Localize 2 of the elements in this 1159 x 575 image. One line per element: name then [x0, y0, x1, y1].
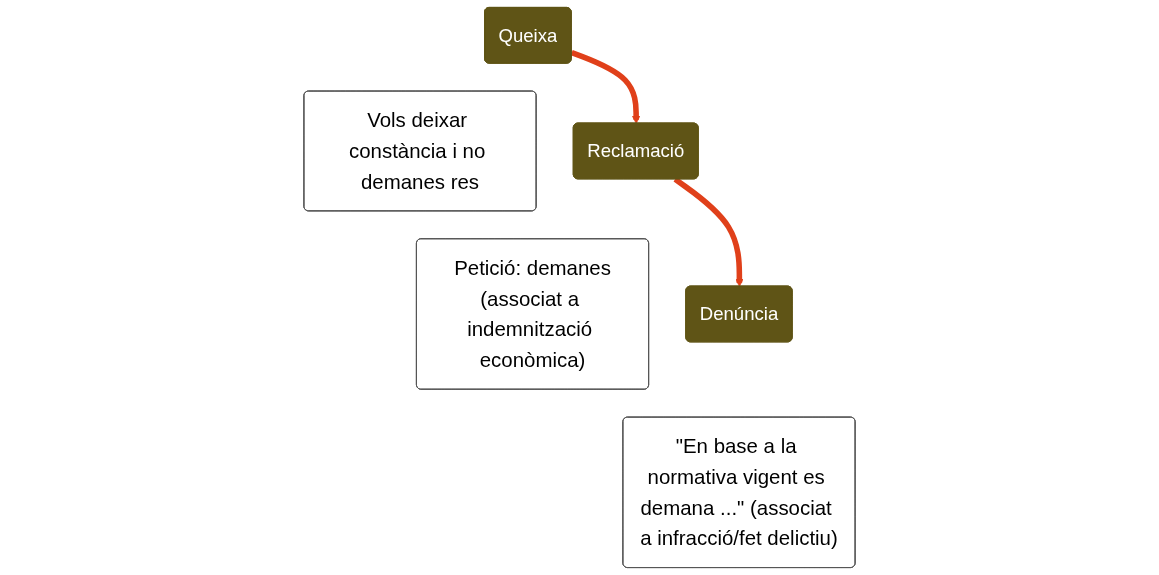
arrow [570, 49, 641, 124]
arrow [673, 177, 744, 287]
